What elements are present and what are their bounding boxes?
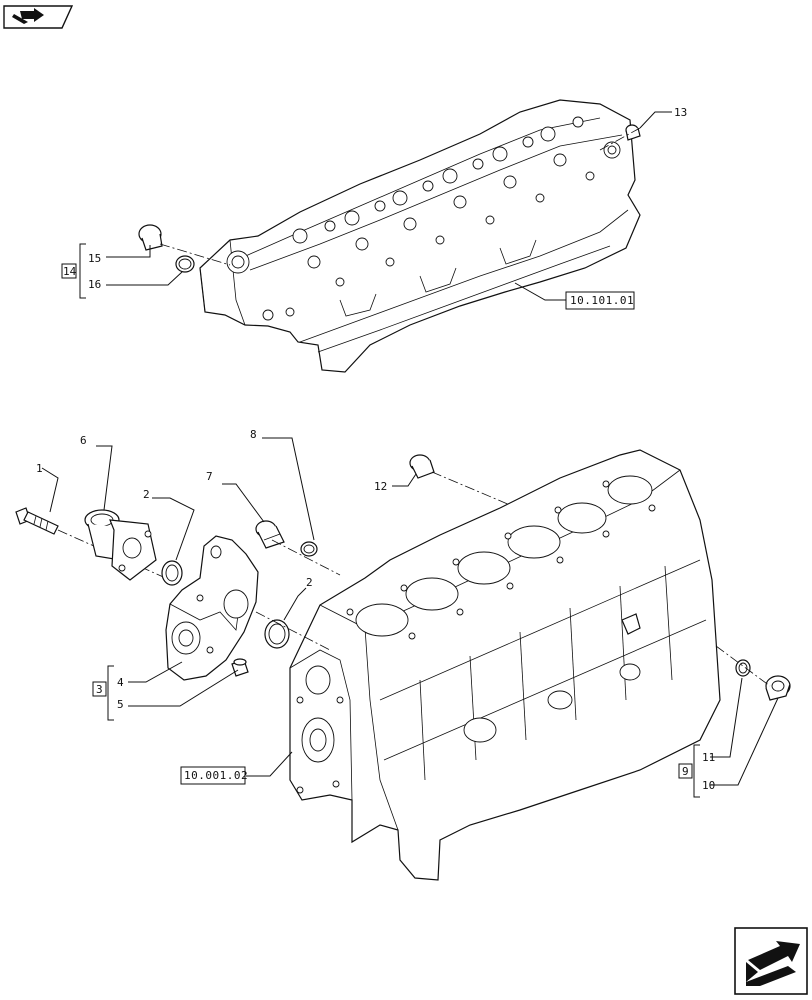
leader-7 [222,483,265,523]
leader-10 [710,697,779,786]
leader-6 [96,445,113,511]
leader-1 [41,467,59,513]
leader-5 [128,669,239,707]
part-11-seal-ring [735,659,751,677]
leader-4 [128,661,183,683]
leader-2-upper [152,497,195,561]
part-1-bolt [15,507,59,535]
leader-2-lower [283,587,307,621]
callout-12: 12 [374,480,387,493]
leader-8 [262,437,315,541]
book-arrow-icon[interactable] [3,5,74,29]
callout-13: 13 [674,106,687,119]
axis-15-16 [159,243,231,266]
part-13-plug [625,124,641,141]
leader-ref-engine-block [246,751,293,777]
group-3: 3 [96,683,103,696]
part-12-plug [409,454,435,479]
group-box-3 [92,681,107,697]
axis-10-11 [715,645,771,687]
bracket-3 [107,665,114,721]
callout-2-lower: 2 [306,576,313,589]
leader-12 [392,473,417,487]
leader-15 [106,245,151,258]
axis-7 [271,539,341,576]
bracket-9 [693,744,700,798]
axis-12 [431,471,511,506]
part-16-seal-ring [175,255,195,273]
cylinder-head [199,99,641,373]
leader-ref-cylinder-head [514,282,566,301]
part-2-seal-ring-upper [161,560,183,586]
callout-10: 10 [702,779,715,792]
part-4-thermostat-housing [165,535,259,681]
cylinder-bores [355,475,653,637]
ref-cylinder-head[interactable]: 10.101.01 [570,294,634,307]
group-box-9 [678,763,693,779]
leader-11 [710,677,743,758]
group-9: 9 [682,765,689,778]
part-5-pin [231,658,249,677]
part-2-seal-ring-lower [264,619,290,649]
part-10-drain-plug [765,675,791,701]
callout-16: 16 [88,278,101,291]
axis-2-lower [255,611,331,651]
bracket-14 [79,243,86,299]
group-14: 14 [63,265,77,278]
ref-box-engine-block[interactable] [180,766,246,785]
ref-engine-block[interactable]: 10.001.02 [184,769,248,782]
callout-8: 8 [250,428,257,441]
block-side-ribs [379,559,707,781]
valve-holes [226,116,621,321]
leader-13 [639,111,672,129]
callout-5: 5 [117,698,124,711]
callout-11: 11 [702,751,715,764]
callout-6: 6 [80,434,87,447]
part-8-seal-ring [300,541,318,557]
deck-bolt-holes [346,480,656,640]
leader-16 [106,271,183,286]
callout-7: 7 [206,470,213,483]
axis-13 [599,127,641,151]
callout-1: 1 [36,462,43,475]
callout-15: 15 [88,252,101,265]
next-page-arrow-icon[interactable] [734,927,808,995]
part-15-plug [138,224,163,251]
engine-block [289,449,721,881]
callout-4: 4 [117,676,124,689]
group-box-14 [61,263,77,279]
ref-box-cylinder-head[interactable] [565,291,635,310]
part-6-outlet-elbow [84,509,157,581]
callout-2-upper: 2 [143,488,150,501]
